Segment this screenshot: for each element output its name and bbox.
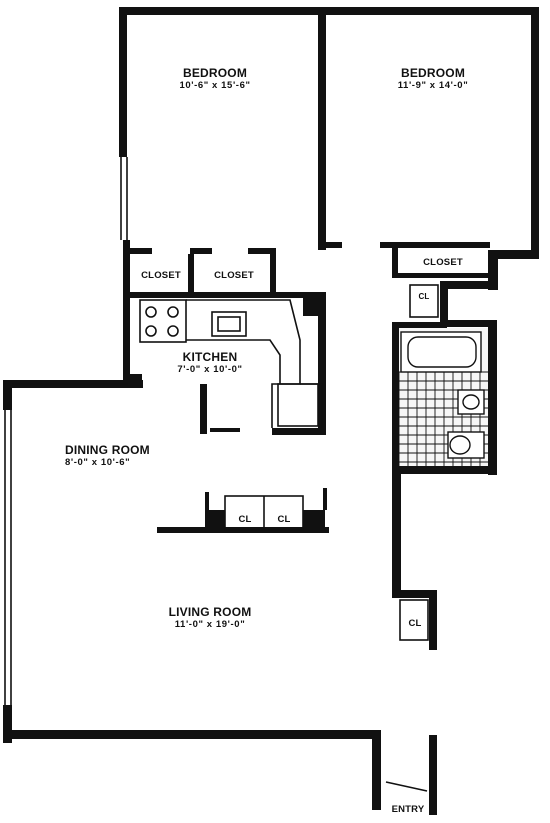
room-dimensions: 7'-0" x 10'-0" bbox=[177, 364, 243, 375]
room-name: LIVING ROOM bbox=[168, 605, 252, 619]
entry-door bbox=[385, 781, 428, 792]
exterior-walls bbox=[3, 7, 539, 815]
windows bbox=[4, 157, 130, 705]
room-dimensions: 8'-0" x 10'-6" bbox=[65, 457, 131, 468]
closet-2-label: CL bbox=[277, 514, 291, 525]
kitchen-label: KITCHEN 7'-0" x 10'-0" bbox=[150, 350, 270, 375]
dining-room-label: DINING ROOM 8'-0" x 10'-6" bbox=[40, 443, 180, 468]
closet-a-label: CLOSET bbox=[141, 270, 181, 281]
bedroom-right-label: BEDROOM 11'-9" x 14'-0" bbox=[368, 66, 498, 91]
closet-c-label: CLOSET bbox=[423, 257, 463, 268]
closet-b-label: CLOSET bbox=[214, 270, 254, 281]
closet-outlines bbox=[224, 284, 439, 641]
kitchen-fixtures bbox=[139, 299, 323, 428]
room-name: BEDROOM bbox=[182, 66, 248, 80]
room-name: KITCHEN bbox=[182, 350, 238, 364]
entry-label: ENTRY bbox=[391, 804, 425, 815]
bedroom-left-label: BEDROOM 10'-6" x 15'-6" bbox=[150, 66, 280, 91]
closet-hall-label: CL bbox=[408, 618, 422, 629]
room-name: DINING ROOM bbox=[65, 443, 150, 457]
bathroom bbox=[398, 328, 488, 466]
closet-1-label: CL bbox=[238, 514, 252, 525]
room-dimensions: 10'-6" x 15'-6" bbox=[179, 80, 251, 91]
closet-small-label: CL bbox=[418, 292, 430, 301]
room-dimensions: 11'-9" x 14'-0" bbox=[397, 80, 469, 91]
room-name: BEDROOM bbox=[400, 66, 466, 80]
room-dimensions: 11'-0" x 19'-0" bbox=[174, 619, 246, 630]
living-room-label: LIVING ROOM 11'-0" x 19'-0" bbox=[140, 605, 280, 630]
